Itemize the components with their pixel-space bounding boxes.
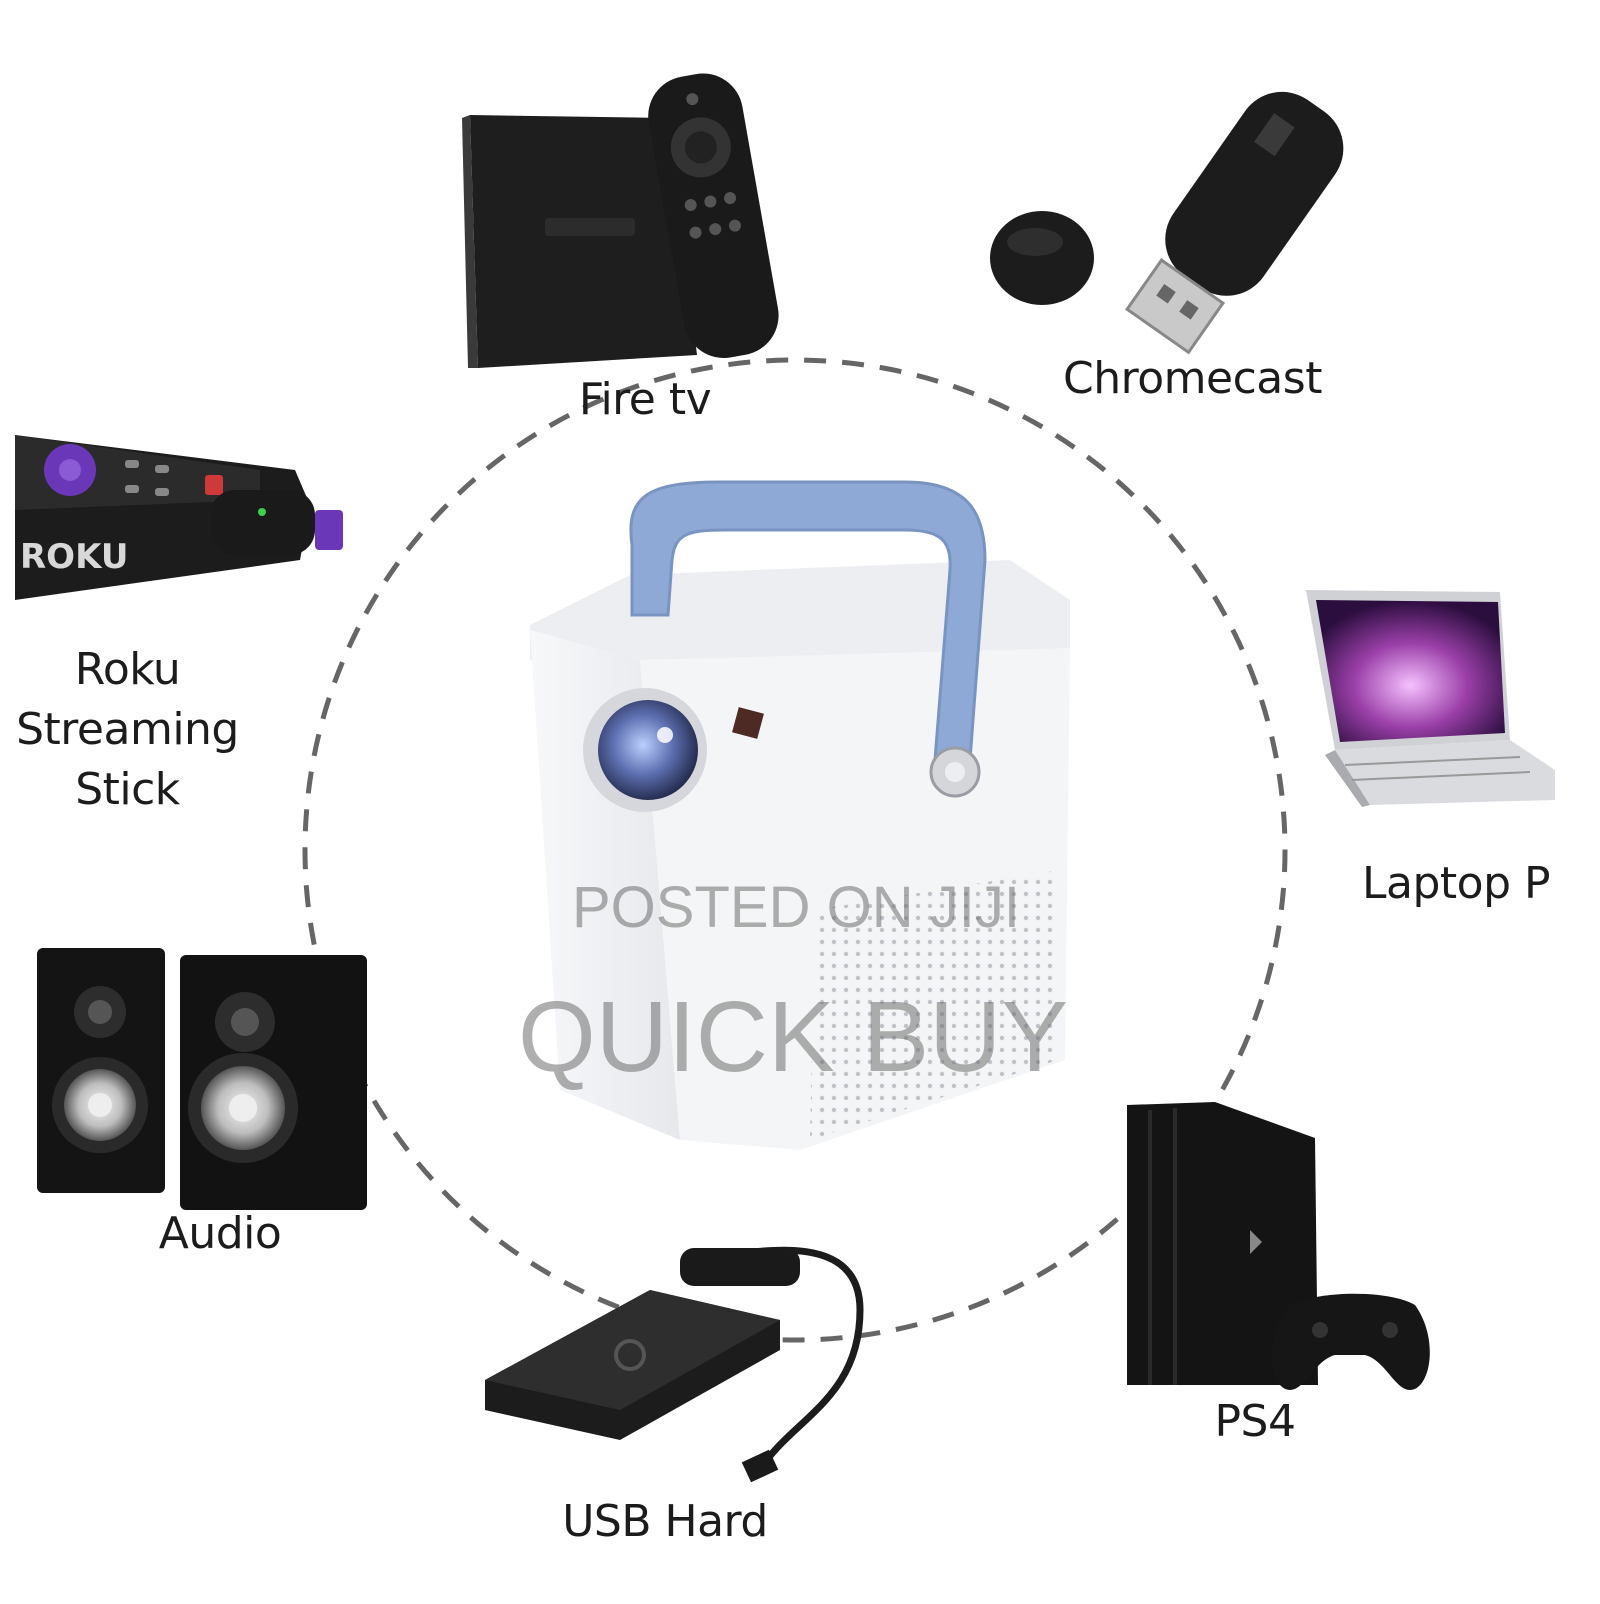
laptop-image: [1306, 590, 1555, 807]
roku-label-line-1: Roku: [74, 644, 181, 695]
dashed-connection-circle: [302, 357, 1288, 1343]
usb-hard-drive-image: [485, 1246, 864, 1483]
roku-label-line-2: Streaming: [16, 704, 239, 755]
projector-image: [530, 480, 1070, 1150]
audio-label: Audio: [158, 1208, 282, 1259]
ps4-image: [1127, 1102, 1430, 1390]
watermark-posted-on: POSTED ON JIJI: [572, 875, 1020, 940]
roku-image: ROKU: [15, 435, 343, 600]
fire-tv-label: Fire tv: [578, 374, 712, 425]
usb-hard-label: USB Hard: [562, 1496, 768, 1547]
laptop-label: Laptop P: [1362, 858, 1551, 909]
ps4-label: PS4: [1214, 1396, 1296, 1447]
audio-speakers-image: [37, 948, 367, 1210]
roku-label: Roku Streaming Stick: [5, 640, 250, 820]
svg-text:ROKU: ROKU: [20, 537, 128, 577]
chromecast-label: Chromecast: [1063, 353, 1322, 404]
fire-tv-image: [462, 73, 779, 368]
roku-label-line-3: Stick: [75, 764, 180, 815]
chromecast-image: [990, 91, 1344, 355]
watermark-quick-buy: QUICK BUY: [518, 981, 1069, 1093]
